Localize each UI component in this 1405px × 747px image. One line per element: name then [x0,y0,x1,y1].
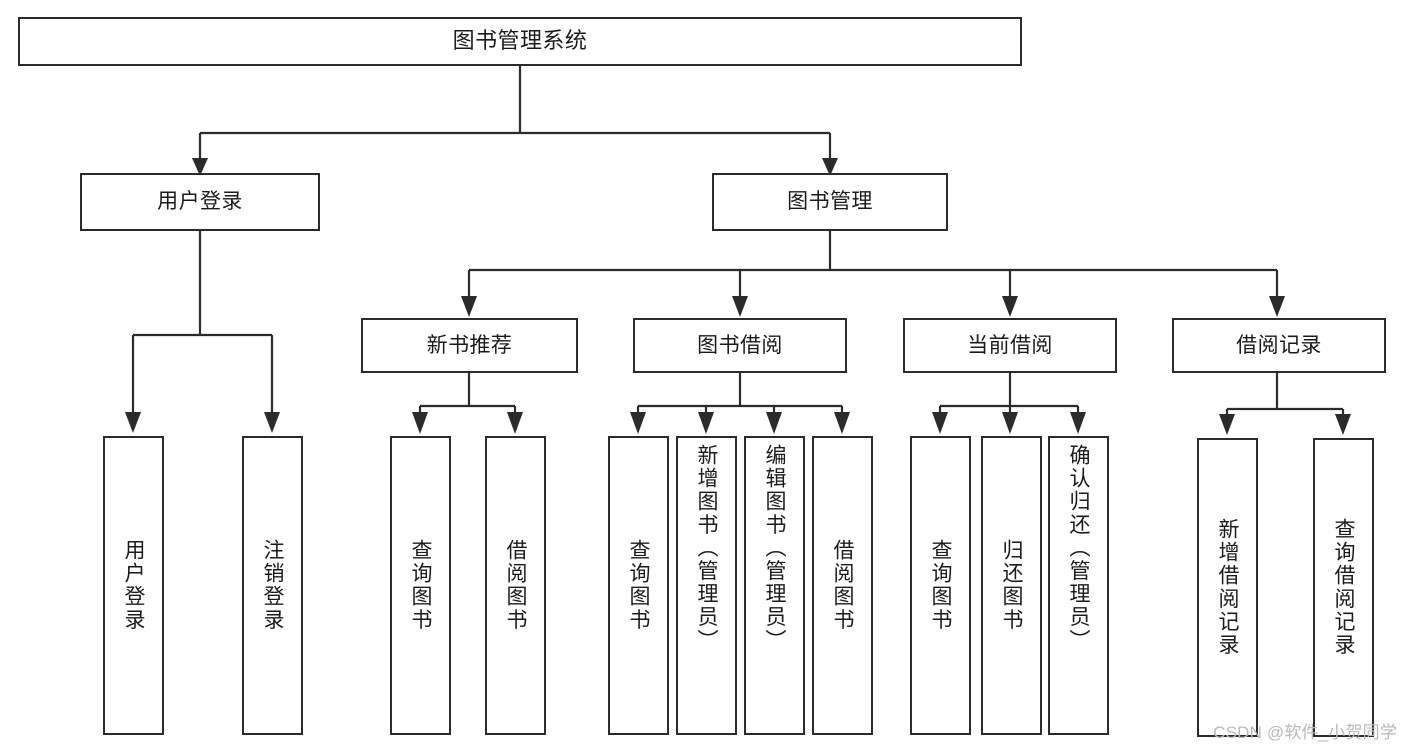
node-borrow-record-label: 借阅记录 [1236,333,1322,357]
node-leaf-edit-book[interactable]: 编辑图书（管理员） [744,436,805,735]
arrowhead-leaf-add-book [698,412,714,434]
node-book-manage-label: 图书管理 [787,190,873,214]
arrowhead-leaf-query-book-1 [412,412,428,434]
arrowhead-borrow-record [1269,296,1285,317]
node-leaf-logout-label: 注销登录 [261,539,284,632]
node-root-label: 图书管理系统 [452,28,588,54]
node-leaf-borrow-book-2[interactable]: 借阅图书 [812,436,873,735]
arrowhead-leaf-return-book [1002,412,1018,434]
arrowhead-leaf-logout [264,412,280,433]
node-leaf-add-record-label: 新增借阅记录 [1216,518,1239,657]
node-leaf-query-book-2[interactable]: 查询图书 [608,436,669,735]
node-leaf-edit-book-label: 编辑图书（管理员） [763,444,786,652]
node-book-manage[interactable]: 图书管理 [712,173,948,231]
node-leaf-query-record-label: 查询借阅记录 [1332,518,1355,657]
node-book-borrow[interactable]: 图书借阅 [633,318,847,373]
arrowhead-leaf-query-book-2 [630,412,646,434]
node-new-book-rec[interactable]: 新书推荐 [361,318,578,373]
node-leaf-user-login-label: 用户登录 [122,539,145,632]
node-leaf-query-book-1[interactable]: 查询图书 [390,436,451,735]
arrowhead-leaf-borrow-book-1 [507,412,523,434]
arrowhead-book-borrow [732,296,748,317]
node-user-login[interactable]: 用户登录 [80,173,320,231]
arrowhead-leaf-user-login [125,412,141,433]
node-leaf-user-login[interactable]: 用户登录 [103,436,164,735]
node-leaf-return-book-label: 归还图书 [1000,539,1023,632]
node-root[interactable]: 图书管理系统 [18,17,1022,66]
node-current-borrow[interactable]: 当前借阅 [903,318,1117,373]
arrowhead-leaf-add-record [1219,414,1235,435]
arrowhead-leaf-edit-book [766,412,782,434]
arrowhead-current-borrow [1002,296,1018,317]
node-leaf-confirm-return-label: 确认归还（管理员） [1067,444,1090,652]
node-leaf-add-book-label: 新增图书（管理员） [695,444,718,652]
watermark-text: CSDN @软件_小贺同学 [1213,723,1397,742]
node-leaf-borrow-book-2-label: 借阅图书 [831,539,854,632]
node-leaf-query-book-1-label: 查询图书 [409,539,432,632]
node-leaf-query-record[interactable]: 查询借阅记录 [1313,438,1374,737]
arrowhead-leaf-query-book-3 [932,412,948,434]
node-leaf-add-record[interactable]: 新增借阅记录 [1197,438,1258,737]
node-leaf-borrow-book-1[interactable]: 借阅图书 [485,436,546,735]
node-borrow-record[interactable]: 借阅记录 [1172,318,1386,373]
arrowhead-new-book-rec [461,296,477,317]
arrowhead-leaf-confirm-return [1070,412,1086,434]
node-leaf-logout[interactable]: 注销登录 [242,436,303,735]
node-leaf-query-book-2-label: 查询图书 [627,539,650,632]
node-leaf-add-book[interactable]: 新增图书（管理员） [676,436,737,735]
node-leaf-query-book-3-label: 查询图书 [929,539,952,632]
node-leaf-confirm-return[interactable]: 确认归还（管理员） [1048,436,1109,735]
node-new-book-rec-label: 新书推荐 [426,333,513,357]
arrowhead-leaf-query-record [1335,414,1351,435]
node-leaf-borrow-book-1-label: 借阅图书 [504,539,527,632]
node-leaf-return-book[interactable]: 归还图书 [981,436,1042,735]
node-leaf-query-book-3[interactable]: 查询图书 [910,436,971,735]
node-current-borrow-label: 当前借阅 [967,333,1053,357]
node-book-borrow-label: 图书借阅 [697,333,783,357]
arrowhead-leaf-borrow-book-2 [834,412,850,434]
node-user-login-label: 用户登录 [157,190,243,214]
